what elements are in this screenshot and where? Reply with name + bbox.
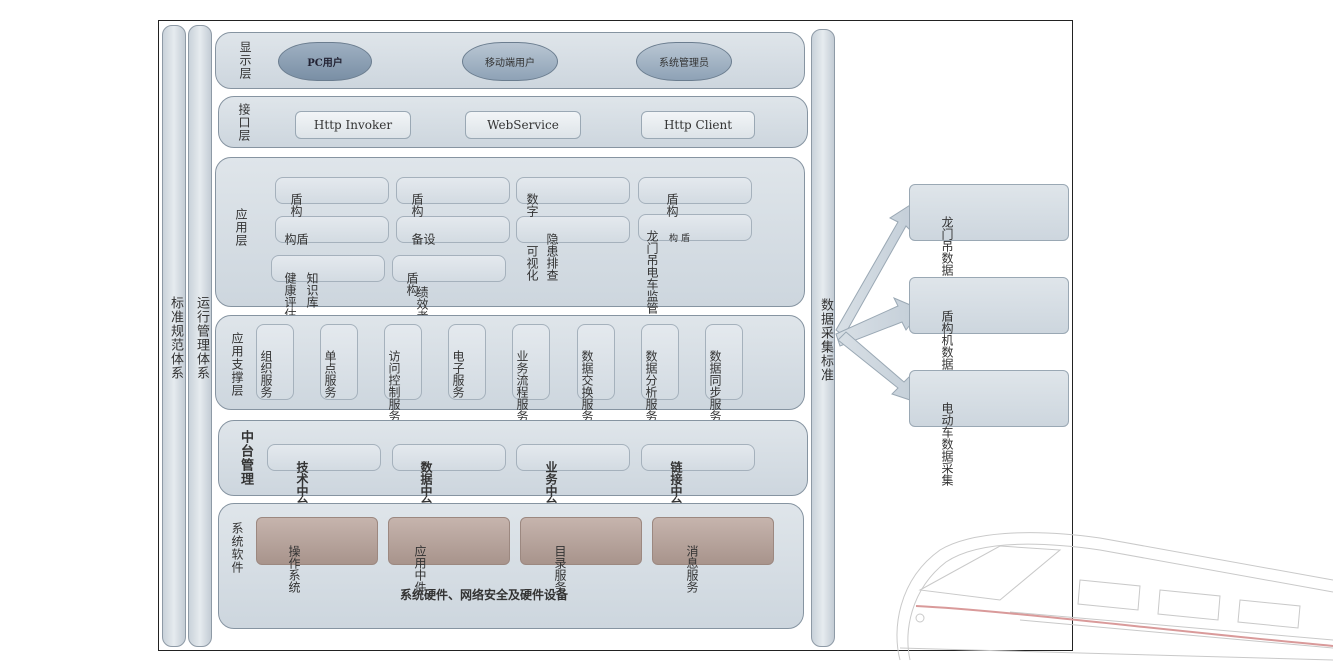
support-box-7[interactable] (641, 324, 679, 400)
app-text-4: 盾构 (666, 193, 678, 217)
interface-layer-label: 接口层 (237, 103, 251, 142)
app-box-7[interactable] (516, 216, 630, 243)
support-box-8[interactable] (705, 324, 743, 400)
system-box-2[interactable] (388, 517, 510, 565)
support-text-3: 访问控制服务 (387, 350, 401, 422)
system-box-3[interactable] (520, 517, 642, 565)
system-text-1: 操作系统 (287, 545, 301, 593)
middle-text-3: 业务中台 (544, 461, 558, 509)
http-invoker-box[interactable]: Http Invoker (295, 111, 411, 139)
support-box-3[interactable] (384, 324, 422, 400)
collection-standard-label: 数据采集标准 (818, 298, 833, 382)
app-text-2: 盾构 (411, 193, 423, 217)
support-text-4: 电子服务 (451, 350, 465, 398)
collection-standard-pillar: 数据采集标准 (811, 29, 835, 647)
app-box-1[interactable] (275, 177, 389, 204)
middle-platform-label: 中台管理 (238, 430, 253, 486)
app-text-14: 盾构 (667, 233, 689, 242)
app-text-6: 设备 (411, 233, 435, 245)
app-text-7: 可视化 (525, 245, 539, 281)
standard-system-label: 标准规范体系 (168, 296, 183, 380)
support-text-7: 数据分析服务 (644, 350, 658, 422)
system-box-4[interactable] (652, 517, 774, 565)
shield-machine-data-box[interactable] (909, 277, 1069, 334)
middle-text-4: 链接中台 (669, 461, 683, 509)
app-text-8: 隐患排查 (545, 233, 559, 281)
app-box-10[interactable] (392, 255, 506, 282)
support-box-5[interactable] (512, 324, 550, 400)
support-text-2: 单点服务 (323, 350, 337, 398)
app-box-6[interactable] (396, 216, 510, 243)
system-text-3: 目录服务 (553, 545, 567, 593)
ev-data-box[interactable] (909, 370, 1069, 427)
system-software-label: 系统软件 (230, 522, 244, 574)
app-box-9[interactable] (271, 255, 385, 282)
standard-system-pillar: 标准规范体系 (162, 25, 186, 647)
display-layer: 显示层 PC用户 移动端用户 系统管理员 (215, 32, 805, 89)
app-box-8[interactable] (638, 214, 752, 241)
http-client-box[interactable]: Http Client (641, 111, 755, 139)
sys-admin-ellipse[interactable]: 系统管理员 (636, 42, 732, 81)
middle-box-4[interactable] (641, 444, 755, 471)
support-layer-label: 应用支撑层 (230, 332, 244, 397)
mobile-user-ellipse[interactable]: 移动端用户 (462, 42, 558, 81)
support-box-4[interactable] (448, 324, 486, 400)
app-text-1: 盾构 (290, 193, 302, 217)
system-text-4: 消息服务 (685, 545, 699, 593)
ops-system-pillar: 运行管理体系 (188, 25, 212, 647)
support-box-1[interactable] (256, 324, 294, 400)
app-box-3[interactable] (516, 177, 630, 204)
middle-box-2[interactable] (392, 444, 506, 471)
app-text-11: 知识库 (305, 272, 319, 308)
ev-data-text: 电动车数据采集 (940, 402, 954, 486)
display-layer-label: 显示层 (238, 41, 252, 80)
middle-text-2: 数据中台 (419, 461, 433, 509)
support-text-5: 业务流程服务 (515, 350, 529, 422)
support-box-2[interactable] (320, 324, 358, 400)
system-box-1[interactable] (256, 517, 378, 565)
app-box-2[interactable] (396, 177, 510, 204)
middle-box-1[interactable] (267, 444, 381, 471)
pc-user-ellipse[interactable]: PC用户 (278, 42, 372, 81)
ops-system-label: 运行管理体系 (194, 296, 209, 380)
middle-box-3[interactable] (516, 444, 630, 471)
shield-machine-data-text: 盾构机数据 (941, 310, 953, 370)
interface-layer: 接口层 Http Invoker WebService Http Client (218, 96, 808, 148)
train-watermark-illustration (896, 532, 1333, 661)
app-text-10: 健康评估 (283, 272, 297, 320)
middle-text-1: 技术中台 (295, 461, 309, 509)
system-footer-text: 系统硬件、网络安全及硬件设备 (400, 588, 569, 602)
webservice-box[interactable]: WebService (465, 111, 581, 139)
app-text-9: 龙门吊电车监管 (645, 230, 659, 314)
collection-arrows (835, 198, 923, 405)
gantry-crane-data-box[interactable] (909, 184, 1069, 241)
support-box-6[interactable] (577, 324, 615, 400)
app-box-5[interactable] (275, 216, 389, 243)
app-text-3: 数字 (526, 193, 538, 217)
support-text-6: 数据交换服务 (580, 350, 594, 422)
app-box-4[interactable] (638, 177, 752, 204)
application-layer-label: 应用层 (234, 208, 248, 247)
support-text-1: 组织服务 (259, 350, 273, 398)
system-text-2: 应用中件 (413, 545, 427, 593)
app-text-5: 盾构 (284, 233, 308, 245)
support-text-8: 数据同步服务 (708, 350, 722, 422)
app-text-12: 盾构 (405, 272, 419, 296)
gantry-crane-data-text: 龙门吊数据 (941, 216, 953, 276)
